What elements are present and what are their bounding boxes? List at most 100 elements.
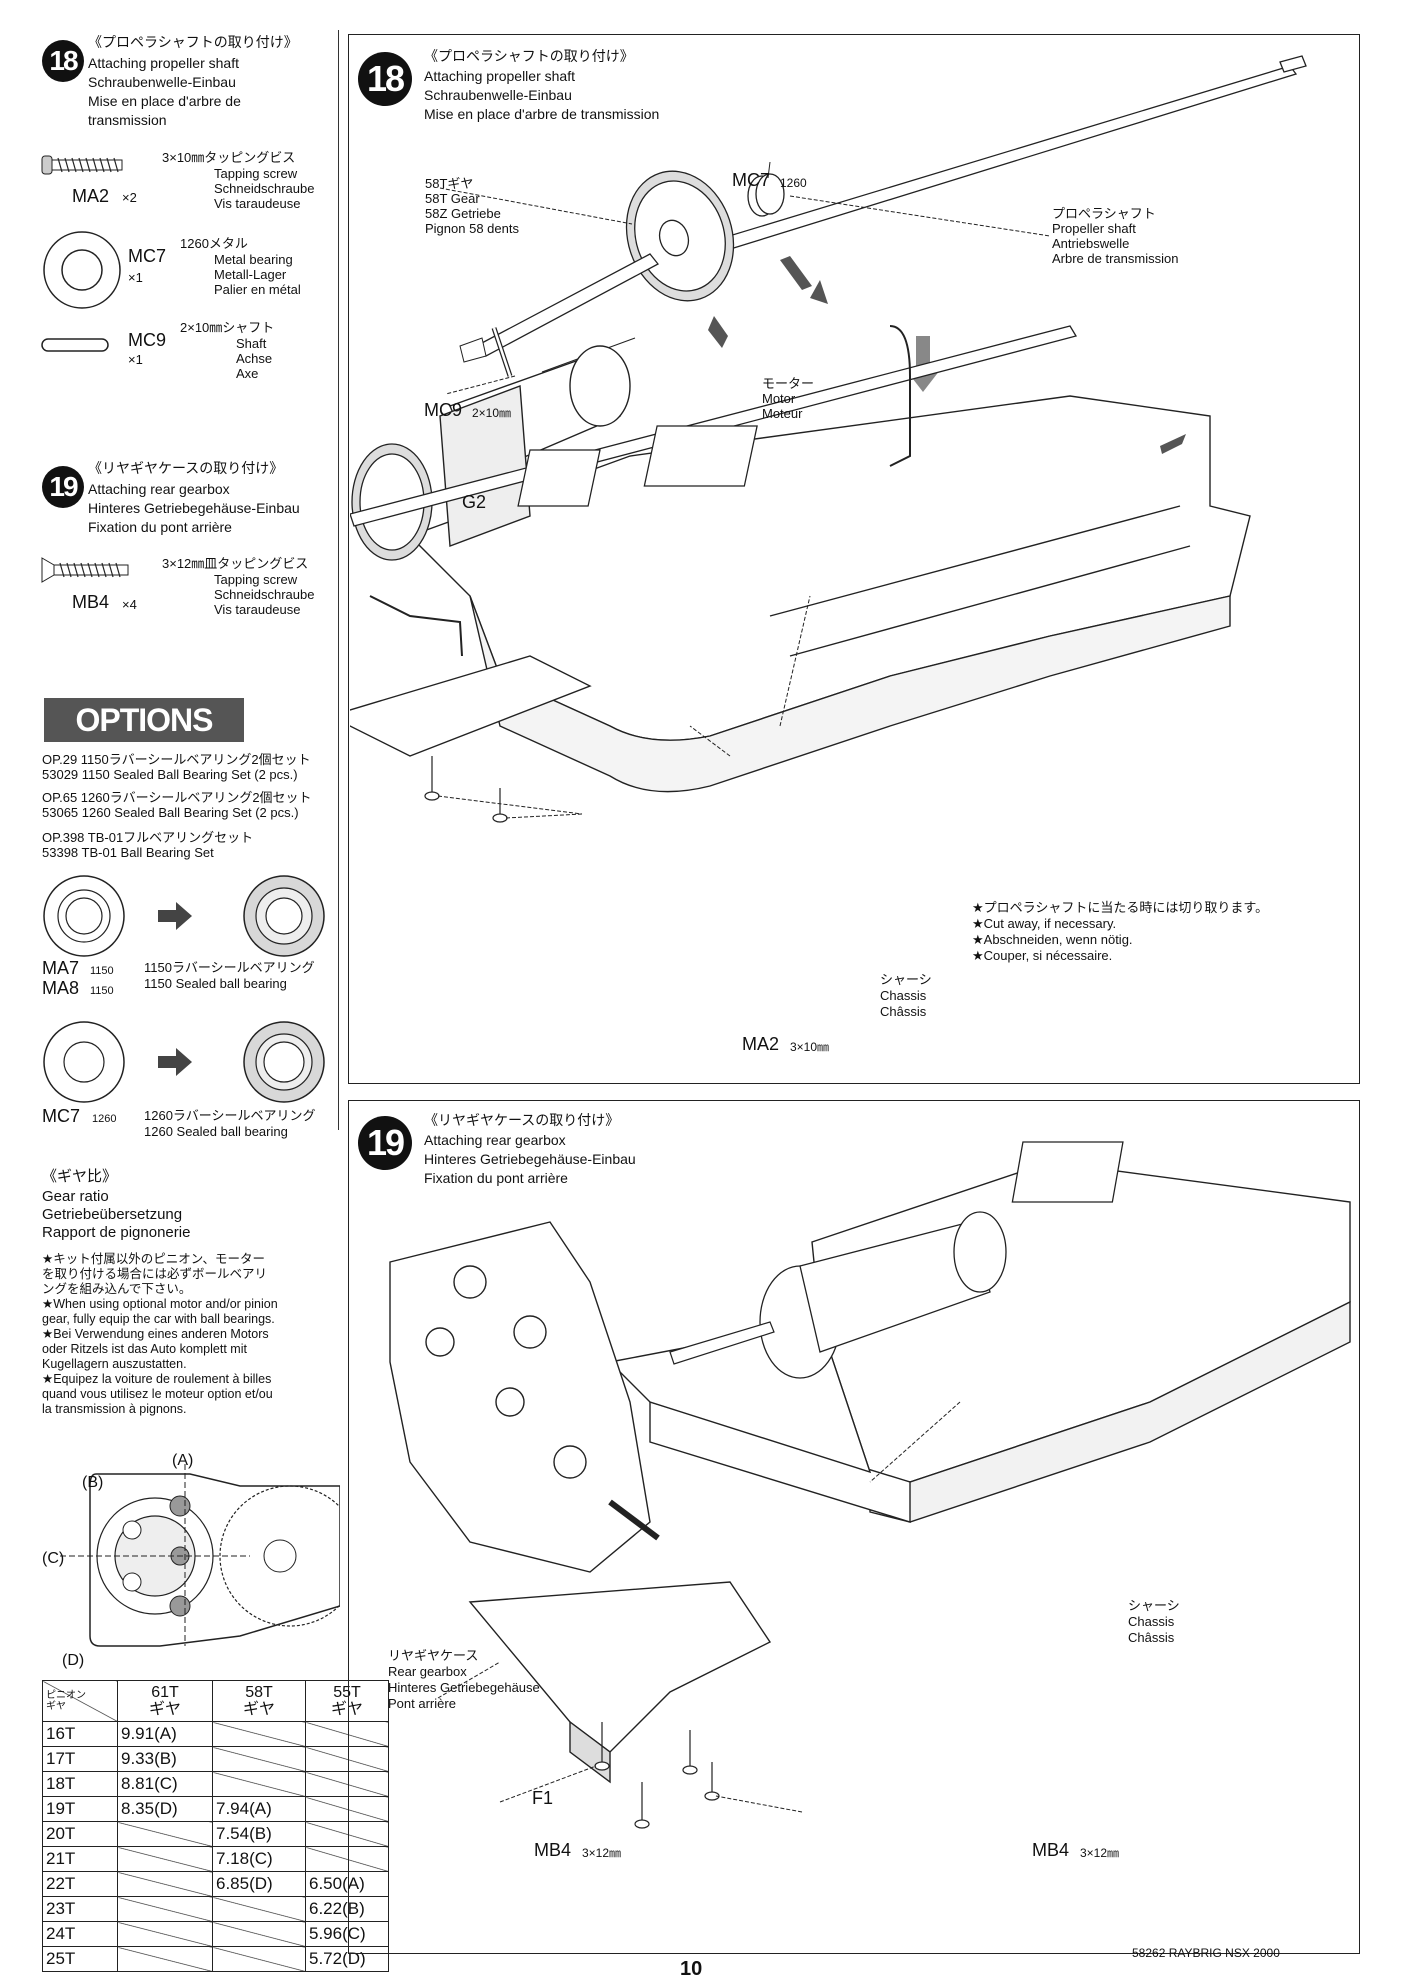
mb4-desc-en: Tapping screw — [214, 572, 298, 587]
rear-gearbox-assembly-illustration — [389, 1141, 1351, 1829]
bearing-1260-desc-jp: 1260ラバーシールベアリング — [144, 1108, 316, 1123]
note-line: ★When using optional motor and/or pinion — [42, 1297, 278, 1311]
mc9-desc-de: Achse — [236, 351, 273, 366]
note-line: Kugellagern auszustatten. — [42, 1357, 187, 1371]
gear-ratio-title-jp: 《ギヤ比》 — [42, 1168, 118, 1185]
mb4-desc-fr: Vis taraudeuse — [214, 602, 301, 617]
mc9-desc-en: Shaft — [236, 336, 267, 351]
chassis-tub — [350, 395, 1251, 793]
pinion-cell: 22T — [42, 1871, 118, 1897]
position-c-label: (C) — [42, 1550, 65, 1567]
pinion-cell: 23T — [42, 1896, 118, 1922]
propeller-shaft-assembly-illustration — [350, 55, 1307, 823]
gear-ratio-title-de: Getriebeübersetzung — [42, 1206, 183, 1223]
step-19-title-en: Attaching rear gearbox — [88, 481, 230, 497]
step-19-title-de: Hinteres Getriebegehäuse-Einbau — [88, 500, 300, 516]
note-line: gear, fully equip the car with ball bear… — [42, 1312, 275, 1326]
ratio-cell: 6.22(B) — [305, 1896, 389, 1922]
options-banner: OPTIONS — [44, 698, 244, 742]
chassis-18-label-fr: Châssis — [880, 1004, 927, 1019]
option-1-jp: OP.29 1150ラバーシールベアリング2個セット — [42, 752, 311, 767]
motor — [759, 1211, 1007, 1379]
option-3-en: 53398 TB-01 Ball Bearing Set — [42, 845, 214, 860]
panel-18-title-jp: 《プロペラシャフトの取り付け》 — [424, 48, 634, 64]
propeller-shaft-label-en: Propeller shaft — [1052, 221, 1136, 236]
ratio-cell: 5.96(C) — [305, 1921, 389, 1947]
ma2-desc-de: Schneidschraube — [214, 181, 315, 196]
chassis-19-label-fr: Châssis — [1128, 1630, 1175, 1645]
corner-bottom-label: ギヤ — [46, 1701, 66, 1712]
panel-ma2-code: MA2 — [742, 1034, 780, 1054]
mc7-desc-en: Metal bearing — [214, 252, 293, 267]
pinion-cell: 25T — [42, 1946, 118, 1972]
ma2-desc-jp: 3×10㎜タッピングビス — [162, 150, 296, 165]
note-line: oder Ritzels ist das Auto komplett mit — [42, 1342, 247, 1356]
speed-controller — [517, 425, 758, 507]
position-d-label: (D) — [62, 1652, 85, 1669]
empty-cell — [212, 1921, 306, 1947]
motor-label-en: Motor — [762, 391, 796, 406]
shaft-icon — [41, 338, 109, 352]
empty-cell — [212, 1771, 306, 1797]
table-corner: ピニオン ギヤ — [42, 1680, 118, 1722]
propeller-shaft — [649, 55, 1307, 273]
chassis-19-label-jp: シャーシ — [1128, 1598, 1180, 1613]
ratio-cell: 7.94(A) — [212, 1796, 306, 1822]
mc9-code: MC9 — [128, 330, 167, 350]
g2-label: G2 — [462, 492, 487, 512]
bearing-1150-upgrade-diagram — [43, 875, 325, 957]
option-1-en: 53029 1150 Sealed Ball Bearing Set (2 pc… — [42, 767, 298, 782]
empty-cell — [212, 1721, 306, 1747]
metal-bearing-icon — [43, 231, 121, 309]
panel-mc7-size: 1260 — [780, 176, 807, 190]
mb4-left-code: MB4 — [534, 1840, 572, 1860]
step-18-panel — [348, 34, 1360, 1084]
cut-note-en: ★Cut away, if necessary. — [972, 916, 1117, 931]
empty-cell — [117, 1846, 213, 1872]
panel-18-badge: 18 — [358, 52, 412, 106]
ratio-cell: 7.54(B) — [212, 1821, 306, 1847]
gearbox-label-de: Hinteres Getriebegehäuse — [388, 1680, 540, 1695]
note-line: quand vous utilisez le moteur option et/… — [42, 1387, 273, 1401]
step-19-panel — [348, 1100, 1360, 1954]
pinion-cell: 21T — [42, 1846, 118, 1872]
motor-label-jp: モーター — [762, 376, 815, 391]
empty-cell — [305, 1746, 389, 1772]
option-2-jp: OP.65 1260ラバーシールベアリング2個セット — [42, 790, 312, 805]
empty-cell — [117, 1946, 213, 1972]
step-18-title-en: Attaching propeller shaft — [88, 55, 239, 71]
gear-58t-label-fr: Pignon 58 dents — [425, 221, 519, 236]
mc7-qty: ×1 — [128, 270, 143, 285]
empty-cell — [117, 1821, 213, 1847]
propeller-shaft-label-jp: プロペラシャフト — [1052, 206, 1156, 221]
mb4-right-code: MB4 — [1032, 1840, 1070, 1860]
panel-mc9-code: MC9 — [424, 400, 463, 420]
countersunk-screw-icon — [41, 557, 129, 583]
option-2-en: 53065 1260 Sealed Ball Bearing Set (2 pc… — [42, 805, 299, 820]
step-19-title-jp: 《リヤギヤケースの取り付け》 — [88, 460, 284, 476]
ma7-size: 1150 — [90, 965, 114, 977]
pinion-cell: 20T — [42, 1821, 118, 1847]
motor — [439, 345, 631, 547]
empty-cell — [305, 1846, 389, 1872]
mb4-screws — [594, 1722, 720, 1829]
mc7-desc-de: Metall-Lager — [214, 267, 287, 282]
chassis-18-label-jp: シャーシ — [880, 972, 932, 987]
mb4-code: MB4 — [72, 592, 110, 612]
panel-19-badge: 19 — [358, 1116, 412, 1170]
pinion-cell: 16T — [42, 1721, 118, 1747]
mb4-right-size: 3×12㎜ — [1080, 1846, 1120, 1860]
ratio-cell: 9.33(B) — [117, 1746, 213, 1772]
mc7-option-code: MC7 — [42, 1106, 81, 1126]
panel-18-title-de: Schraubenwelle-Einbau — [424, 87, 572, 103]
page-number: 10 — [680, 1958, 703, 1980]
